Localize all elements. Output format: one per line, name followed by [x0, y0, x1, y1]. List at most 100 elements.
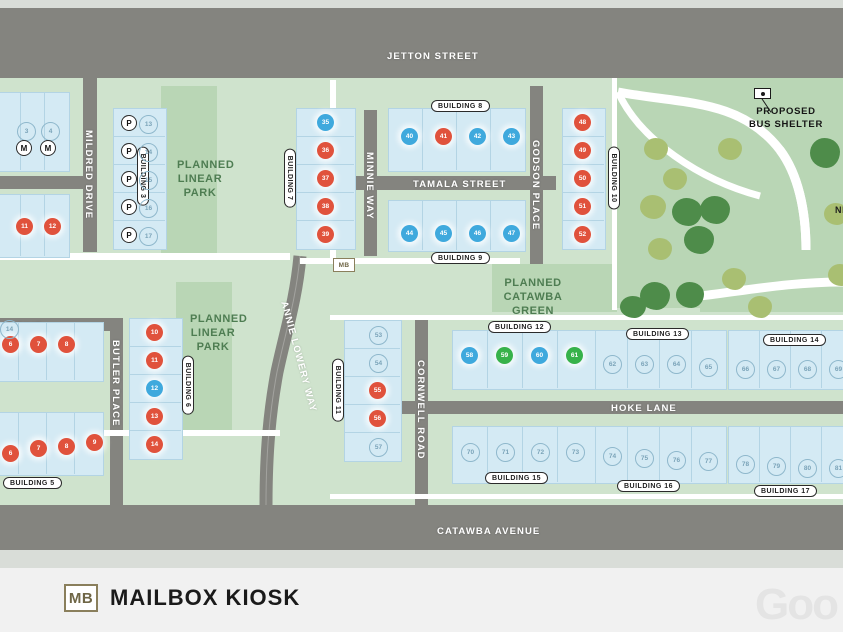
lot-marker[interactable]: 64: [667, 355, 686, 374]
lot-marker[interactable]: 76: [667, 451, 686, 470]
lot-marker[interactable]: 51: [574, 198, 591, 215]
lot-marker[interactable]: 46: [469, 225, 486, 242]
lot-marker[interactable]: 78: [736, 455, 755, 474]
building-pill-8[interactable]: BUILDING 8: [431, 100, 490, 112]
lot-marker[interactable]: 71: [496, 443, 515, 462]
road-catawba-avenue[interactable]: [0, 505, 843, 550]
road-tamala-street[interactable]: [336, 176, 556, 190]
building-pill-13[interactable]: BUILDING 13: [626, 328, 690, 340]
lot-marker[interactable]: 10: [146, 324, 163, 341]
lot-marker[interactable]: 7: [30, 440, 47, 457]
building-pill-15[interactable]: BUILDING 15: [485, 472, 549, 484]
lot-marker[interactable]: 61: [566, 347, 583, 364]
lot-marker[interactable]: 7: [30, 336, 47, 353]
road-jetton-street[interactable]: [0, 8, 843, 78]
road-mildred-cross[interactable]: [0, 176, 97, 189]
lot-marker[interactable]: 37: [317, 170, 334, 187]
lot-marker[interactable]: 75: [635, 449, 654, 468]
lot-marker[interactable]: 74: [603, 447, 622, 466]
lot-marker[interactable]: 6: [2, 445, 19, 462]
lot-marker[interactable]: 4: [41, 122, 60, 141]
lot-marker[interactable]: 11: [16, 218, 33, 235]
parking-marker-p[interactable]: P: [121, 199, 137, 215]
lot-marker[interactable]: 12: [44, 218, 61, 235]
lot-marker[interactable]: 59: [496, 347, 513, 364]
lot-marker[interactable]: 48: [574, 114, 591, 131]
lot-marker[interactable]: 39: [317, 226, 334, 243]
lot-marker[interactable]: 68: [798, 360, 817, 379]
lot-marker[interactable]: 12: [146, 380, 163, 397]
building-pill-12[interactable]: BUILDING 12: [488, 321, 552, 333]
lot-marker[interactable]: 14: [139, 143, 158, 162]
road-mildred-drive[interactable]: [83, 78, 97, 252]
lot-marker[interactable]: 69: [829, 360, 843, 379]
lot-marker[interactable]: 54: [369, 354, 388, 373]
road-butler-place[interactable]: [110, 318, 123, 508]
parking-marker-p[interactable]: P: [121, 227, 137, 243]
lot-marker[interactable]: 6: [2, 336, 19, 353]
lot-marker[interactable]: 80: [798, 459, 817, 478]
lot-marker[interactable]: 65: [699, 358, 718, 377]
building-pill-10[interactable]: BUILDING 10: [608, 146, 620, 210]
lot-marker[interactable]: 72: [531, 443, 550, 462]
lot-marker[interactable]: 15: [139, 171, 158, 190]
lot-marker[interactable]: 62: [603, 355, 622, 374]
lot-marker[interactable]: 16: [139, 199, 158, 218]
parking-marker-p[interactable]: P: [121, 115, 137, 131]
lot-marker[interactable]: 36: [317, 142, 334, 159]
lot-marker[interactable]: 40: [401, 128, 418, 145]
lot-marker[interactable]: 14: [146, 436, 163, 453]
road-godson-place[interactable]: [530, 86, 543, 264]
lot-marker[interactable]: 38: [317, 198, 334, 215]
lot-marker[interactable]: 44: [401, 225, 418, 242]
lot-marker[interactable]: 52: [574, 226, 591, 243]
lot-marker[interactable]: 17: [139, 227, 158, 246]
lot-marker[interactable]: 35: [317, 114, 334, 131]
road-cornwell-road[interactable]: [415, 318, 428, 508]
building-pill-5[interactable]: BUILDING 5: [3, 477, 62, 489]
lot-marker[interactable]: 81: [829, 459, 843, 478]
lot-marker[interactable]: 13: [146, 408, 163, 425]
lot-marker[interactable]: 9: [86, 434, 103, 451]
lot-marker[interactable]: 43: [503, 128, 520, 145]
lot-marker[interactable]: 63: [635, 355, 654, 374]
lot-marker[interactable]: 73: [566, 443, 585, 462]
lot-marker[interactable]: 79: [767, 457, 786, 476]
mailbox-kiosk-marker[interactable]: MB: [333, 258, 355, 272]
building-pill-14[interactable]: BUILDING 14: [763, 334, 827, 346]
lot-marker[interactable]: 57: [369, 438, 388, 457]
building-pill-16[interactable]: BUILDING 16: [617, 480, 681, 492]
site-plan-map[interactable]: JETTON STREET TAMALA STREET HOKE LANE CA…: [0, 0, 843, 568]
lot-marker[interactable]: 77: [699, 452, 718, 471]
lot-marker[interactable]: 11: [146, 352, 163, 369]
lot-marker[interactable]: 60: [531, 347, 548, 364]
lot-marker[interactable]: 67: [767, 360, 786, 379]
road-minnie-way[interactable]: [364, 110, 377, 256]
lot-marker[interactable]: 8: [58, 336, 75, 353]
lot-marker[interactable]: 14: [0, 320, 19, 339]
building-pill-9[interactable]: BUILDING 9: [431, 252, 490, 264]
lot-marker[interactable]: 55: [369, 382, 386, 399]
building-pill-6[interactable]: BUILDING 6: [182, 355, 194, 415]
building-pill-11[interactable]: BUILDING 11: [332, 358, 344, 422]
lot-marker[interactable]: 41: [435, 128, 452, 145]
lot-marker[interactable]: 3: [17, 122, 36, 141]
lot-marker[interactable]: 49: [574, 142, 591, 159]
lot-marker[interactable]: 58: [461, 347, 478, 364]
lot-marker[interactable]: 45: [435, 225, 452, 242]
lot-marker[interactable]: 47: [503, 225, 520, 242]
lot-marker[interactable]: 66: [736, 360, 755, 379]
building-pill-7[interactable]: BUILDING 7: [284, 148, 296, 208]
lot-marker[interactable]: 56: [369, 410, 386, 427]
model-home-marker[interactable]: M: [16, 140, 32, 156]
lot-marker[interactable]: 42: [469, 128, 486, 145]
lot-marker[interactable]: 50: [574, 170, 591, 187]
parking-marker-p[interactable]: P: [121, 171, 137, 187]
lot-marker[interactable]: 70: [461, 443, 480, 462]
building-pill-17[interactable]: BUILDING 17: [754, 485, 818, 497]
lot-marker[interactable]: 8: [58, 438, 75, 455]
parking-marker-p[interactable]: P: [121, 143, 137, 159]
lot-marker[interactable]: 13: [139, 115, 158, 134]
lot-marker[interactable]: 53: [369, 326, 388, 345]
road-hoke-lane[interactable]: [336, 401, 843, 414]
